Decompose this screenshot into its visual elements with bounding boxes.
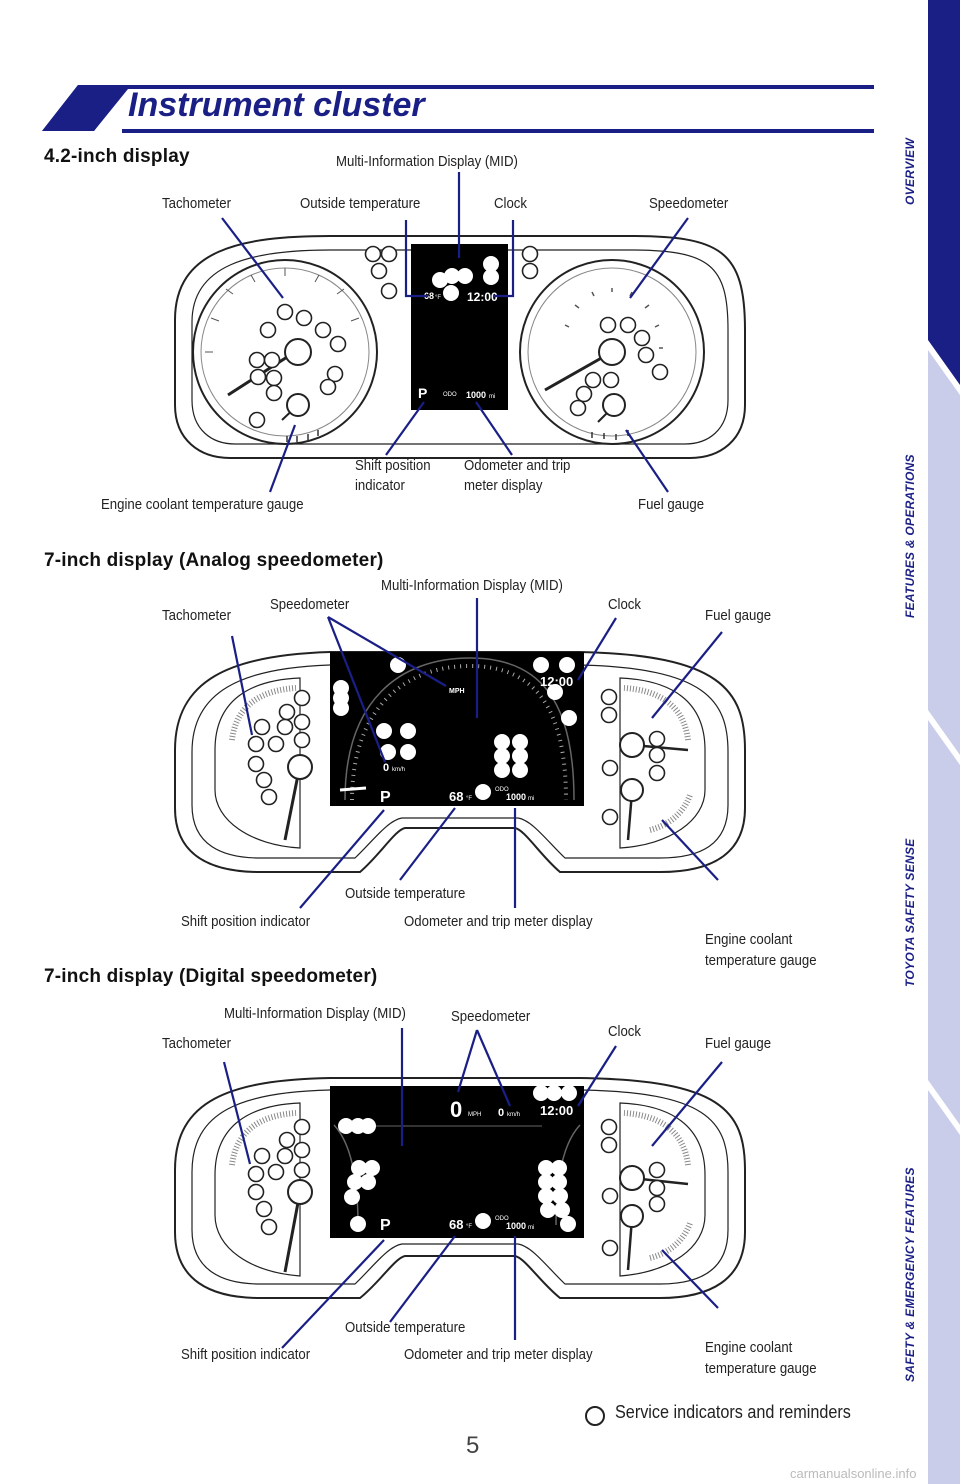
s1-label-shift-2: indicator bbox=[355, 477, 405, 494]
s3-label-coolant-2: temperature gauge bbox=[705, 1360, 817, 1377]
s2-screen-kmh-unit: km/h bbox=[392, 767, 405, 773]
s2-screen-temp: 68 bbox=[449, 789, 463, 804]
s3-screen-kmh-unit: km/h bbox=[507, 1112, 520, 1118]
s2-label-outside-temp: Outside temperature bbox=[345, 885, 466, 902]
page-number: 5 bbox=[466, 1432, 480, 1459]
s1-screen-odo-label: ODO bbox=[443, 392, 457, 398]
s1-callout-lines bbox=[221, 172, 689, 493]
cluster-7in-analog bbox=[174, 651, 746, 873]
indicator-circle-icon bbox=[585, 1406, 605, 1426]
header-banner bbox=[42, 85, 874, 133]
watermark: carmanualsonline.info bbox=[790, 1466, 917, 1481]
s3-screen-odo-label: ODO bbox=[495, 1216, 509, 1222]
section-title-7in-digital: 7-inch display (Digital speedometer) bbox=[44, 966, 378, 987]
cluster-4in bbox=[174, 235, 746, 459]
s3-screen-mph-value: 0 bbox=[450, 1097, 462, 1122]
s2-screen-odo-unit: mi bbox=[528, 796, 534, 802]
s3-screen-indicator bbox=[475, 1213, 491, 1229]
s1-label-odo-1: Odometer and trip bbox=[464, 457, 571, 474]
s1-screen-shift: P bbox=[418, 385, 427, 401]
s2-label-fuel: Fuel gauge bbox=[705, 607, 772, 624]
s3-label-coolant-1: Engine coolant bbox=[705, 1339, 793, 1356]
s3-screen-clock: 12:00 bbox=[540, 1103, 573, 1118]
s2-label-odo: Odometer and trip meter display bbox=[404, 913, 593, 930]
s2-label-coolant-1: Engine coolant bbox=[705, 931, 793, 948]
s1-label-clock: Clock bbox=[494, 195, 528, 212]
section-tab-bar bbox=[928, 0, 960, 1484]
s3-label-fuel: Fuel gauge bbox=[705, 1035, 772, 1052]
section-title-4in: 4.2-inch display bbox=[44, 146, 190, 167]
s1-screen-odo-value: 1000 bbox=[466, 390, 486, 400]
s3-callout-lines bbox=[222, 1028, 723, 1349]
section-tab-shapes bbox=[928, 0, 960, 1484]
s1-screen-odo-unit: mi bbox=[489, 394, 495, 400]
s3-screen-odo-value: 1000 bbox=[506, 1221, 526, 1231]
s2-screen-clock: 12:00 bbox=[540, 674, 573, 689]
s1-screen-temp: 68 bbox=[424, 291, 434, 301]
s3-screen-shift: P bbox=[380, 1217, 391, 1234]
s2-screen-kmh-value: 0 bbox=[383, 762, 389, 774]
s1-label-tachometer: Tachometer bbox=[162, 195, 231, 212]
s3-screen-kmh-value: 0 bbox=[498, 1107, 504, 1119]
s2-screen-mph: MPH bbox=[449, 688, 465, 695]
s2-callout-lines bbox=[230, 598, 723, 909]
s1-label-coolant: Engine coolant temperature gauge bbox=[101, 496, 304, 513]
s2-label-speedometer: Speedometer bbox=[270, 596, 350, 613]
s3-label-outside-temp: Outside temperature bbox=[345, 1319, 466, 1336]
s1-label-shift-1: Shift position bbox=[355, 457, 431, 474]
s3-label-tachometer: Tachometer bbox=[162, 1035, 231, 1052]
s1-label-odo-2: meter display bbox=[464, 477, 543, 494]
s2-label-shift: Shift position indicator bbox=[181, 913, 311, 930]
s3-label-mid: Multi-Information Display (MID) bbox=[224, 1005, 406, 1022]
s2-screen-temp-unit: °F bbox=[466, 796, 472, 802]
s2-screen-odo-label: ODO bbox=[495, 787, 509, 793]
s2-screen-indicator bbox=[475, 784, 491, 800]
s2-screen-odo-value: 1000 bbox=[506, 792, 526, 802]
legend-text: Service indicators and reminders bbox=[615, 1402, 851, 1422]
page-title: Instrument cluster bbox=[128, 86, 425, 124]
s2-screen-shift: P bbox=[380, 789, 391, 806]
s1-screen-temp-unit: °F bbox=[435, 295, 441, 301]
s3-screen-odo-unit: mi bbox=[528, 1225, 534, 1231]
s1-screen-clock: 12:00 bbox=[467, 290, 498, 304]
s2-label-clock: Clock bbox=[608, 596, 642, 613]
s3-screen-temp: 68 bbox=[449, 1217, 463, 1232]
cluster-7in-digital bbox=[174, 1077, 746, 1299]
s2-label-mid: Multi-Information Display (MID) bbox=[381, 577, 563, 594]
s3-label-odo: Odometer and trip meter display bbox=[404, 1346, 593, 1363]
s3-screen-temp-unit: °F bbox=[466, 1224, 472, 1230]
section-title-7in-analog: 7-inch display (Analog speedometer) bbox=[44, 550, 384, 571]
s3-label-speedometer: Speedometer bbox=[451, 1008, 531, 1025]
s1-label-mid: Multi-Information Display (MID) bbox=[336, 153, 518, 170]
s1-label-speedometer: Speedometer bbox=[649, 195, 729, 212]
s2-label-coolant-2: temperature gauge bbox=[705, 952, 817, 969]
s3-label-shift: Shift position indicator bbox=[181, 1346, 311, 1363]
s2-label-tachometer: Tachometer bbox=[162, 607, 231, 624]
s3-screen-mph-unit: MPH bbox=[468, 1112, 481, 1118]
s1-label-outside-temp: Outside temperature bbox=[300, 195, 421, 212]
s1-label-fuel: Fuel gauge bbox=[638, 496, 705, 513]
s3-label-clock: Clock bbox=[608, 1023, 642, 1040]
